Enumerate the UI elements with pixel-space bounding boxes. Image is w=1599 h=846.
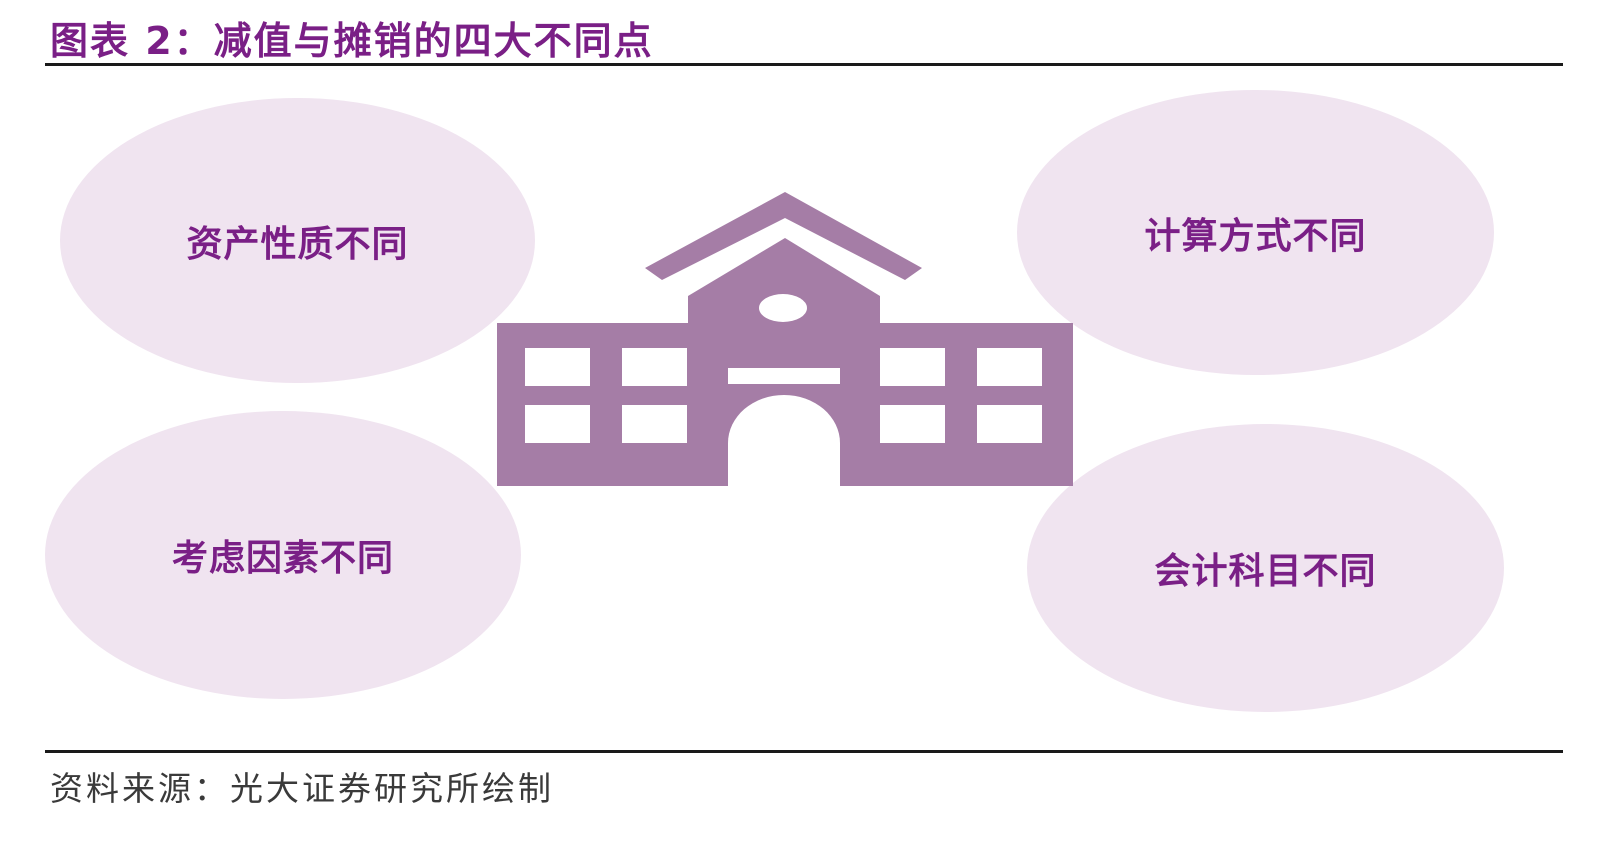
figure-title: 图表 2：减值与摊销的四大不同点 — [50, 19, 654, 63]
top-divider — [45, 63, 1563, 66]
difference-label: 会计科目不同 — [1154, 551, 1377, 592]
bottom-divider — [45, 750, 1563, 753]
difference-label: 资产性质不同 — [186, 223, 409, 265]
difference-label: 考虑因素不同 — [171, 538, 394, 579]
difference-calculation-method: 计算方式不同 — [1017, 90, 1494, 375]
difference-considerations: 考虑因素不同 — [45, 411, 521, 699]
difference-accounting-subject: 会计科目不同 — [1027, 424, 1504, 712]
source-note: 资料来源：光大证券研究所绘制 — [50, 769, 554, 808]
difference-label: 计算方式不同 — [1144, 215, 1367, 257]
difference-asset-nature: 资产性质不同 — [60, 98, 535, 383]
school-building-icon — [497, 192, 1073, 488]
